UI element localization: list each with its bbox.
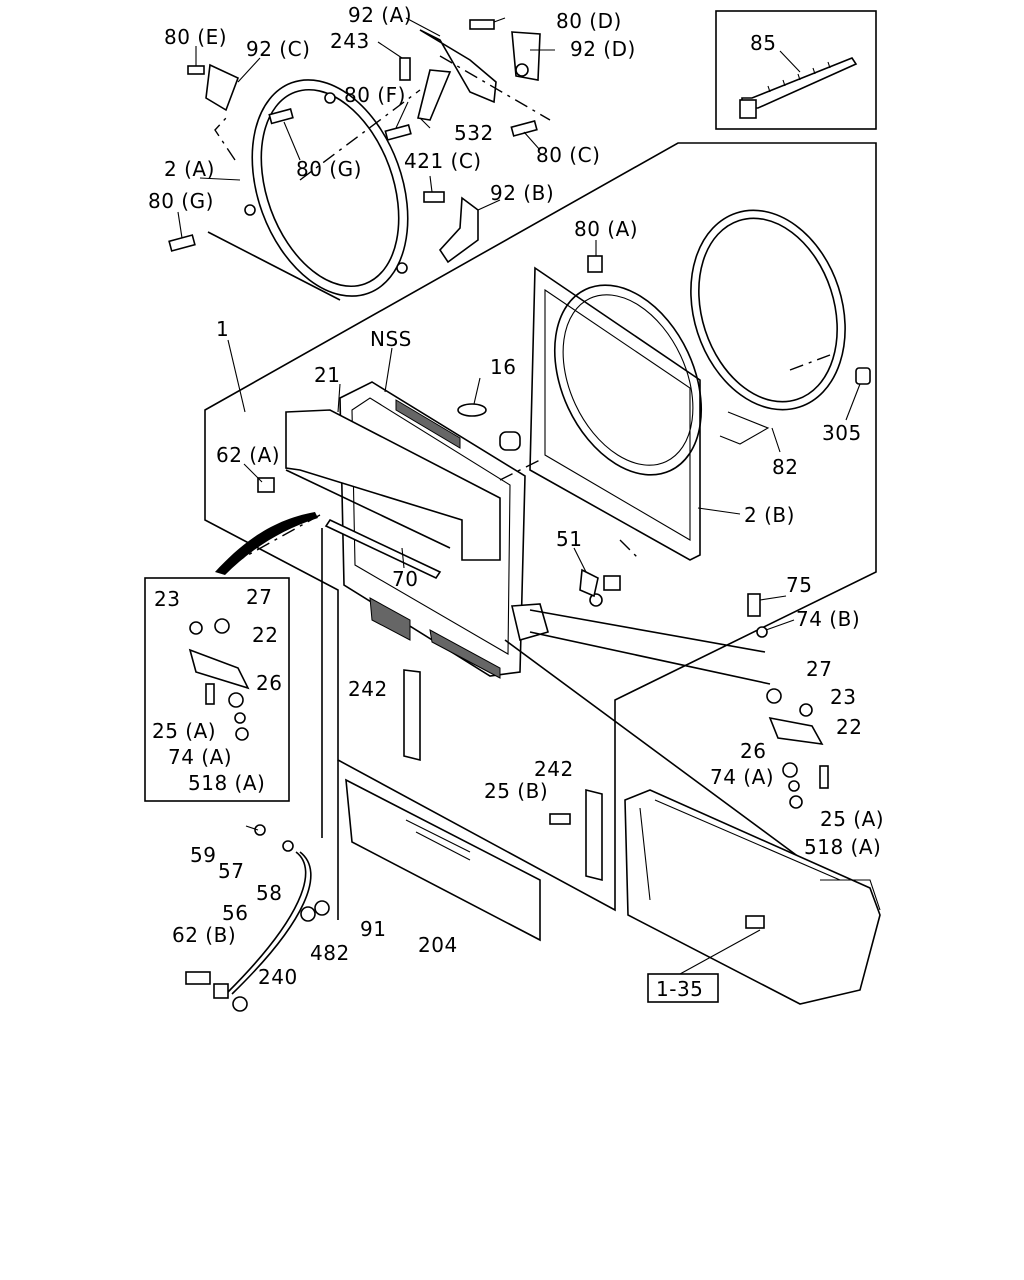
label-92b: 92 (B): [490, 181, 554, 205]
label-74a-inset: 74 (A): [168, 745, 232, 769]
label-421c: 421 (C): [404, 149, 482, 173]
label-80c: 80 (C): [536, 143, 600, 167]
label-22-inset: 22: [252, 623, 278, 647]
label-242-upper: 242: [348, 677, 388, 701]
label-80a: 80 (A): [574, 217, 638, 241]
label-92a: 92 (A): [348, 3, 412, 27]
label-2b: 2 (B): [744, 503, 795, 527]
label-22-right: 22: [836, 715, 862, 739]
label-92c: 92 (C): [246, 37, 310, 61]
cable-tie-inset: [715, 10, 877, 130]
drain-hose: [185, 824, 330, 1012]
leader-lines: [177, 17, 861, 631]
label-2a: 2 (A): [164, 157, 215, 181]
label-23-right: 23: [830, 685, 856, 709]
label-75: 75: [786, 573, 812, 597]
label-nss: NSS: [370, 327, 412, 351]
label-80g-lower: 80 (G): [148, 189, 214, 213]
label-80g-upper: 80 (G): [296, 157, 362, 181]
shroud-ring-upper: [168, 19, 551, 301]
label-62b: 62 (B): [172, 923, 236, 947]
label-518a-right: 518 (A): [804, 835, 881, 859]
label-27-right: 27: [806, 657, 832, 681]
label-482: 482: [310, 941, 350, 965]
label-74b: 74 (B): [796, 607, 860, 631]
fan-shroud: [529, 255, 703, 561]
label-57: 57: [218, 859, 244, 883]
mount-detail-right: [766, 688, 829, 809]
label-16: 16: [490, 355, 516, 379]
label-ref-1-35: 1-35: [656, 977, 703, 1001]
label-91: 91: [360, 917, 386, 941]
label-56: 56: [222, 901, 248, 925]
part-labels: 92 (A) 80 (D) 80 (E) 92 (C) 243 92 (D) 8…: [148, 3, 884, 1001]
mount-detail-inset: [144, 577, 290, 802]
fan-ring: [690, 209, 871, 445]
label-25b: 25 (B): [484, 779, 548, 803]
label-21: 21: [314, 363, 340, 387]
label-92d: 92 (D): [570, 37, 636, 61]
label-62a: 62 (A): [216, 443, 280, 467]
label-23-inset: 23: [154, 587, 180, 611]
label-27-inset: 27: [246, 585, 272, 609]
label-51: 51: [556, 527, 582, 551]
label-26-inset: 26: [256, 671, 282, 695]
reference-box: [647, 973, 719, 1003]
detail-arrow: [215, 512, 318, 575]
label-85: 85: [750, 31, 776, 55]
label-80e: 80 (E): [164, 25, 227, 49]
label-518a-inset: 518 (A): [188, 771, 265, 795]
label-74a-right: 74 (A): [710, 765, 774, 789]
label-70: 70: [392, 567, 418, 591]
label-80d: 80 (D): [556, 9, 622, 33]
label-25a-inset: 25 (A): [152, 719, 216, 743]
label-305: 305: [822, 421, 862, 445]
label-532: 532: [454, 121, 494, 145]
label-240: 240: [258, 965, 298, 989]
radiator-core: [229, 381, 831, 881]
assembly-outline: [204, 142, 877, 912]
intercooler: [624, 789, 881, 1005]
label-26-right: 26: [740, 739, 766, 763]
label-1: 1: [216, 317, 229, 341]
label-204: 204: [418, 933, 458, 957]
label-25a-right: 25 (A): [820, 807, 884, 831]
lower-panels: [321, 528, 603, 942]
label-243: 243: [330, 29, 370, 53]
label-82: 82: [772, 455, 798, 479]
label-242-lower: 242: [534, 757, 574, 781]
label-59: 59: [190, 843, 216, 867]
label-58: 58: [256, 881, 282, 905]
label-80f: 80 (F): [344, 83, 406, 107]
